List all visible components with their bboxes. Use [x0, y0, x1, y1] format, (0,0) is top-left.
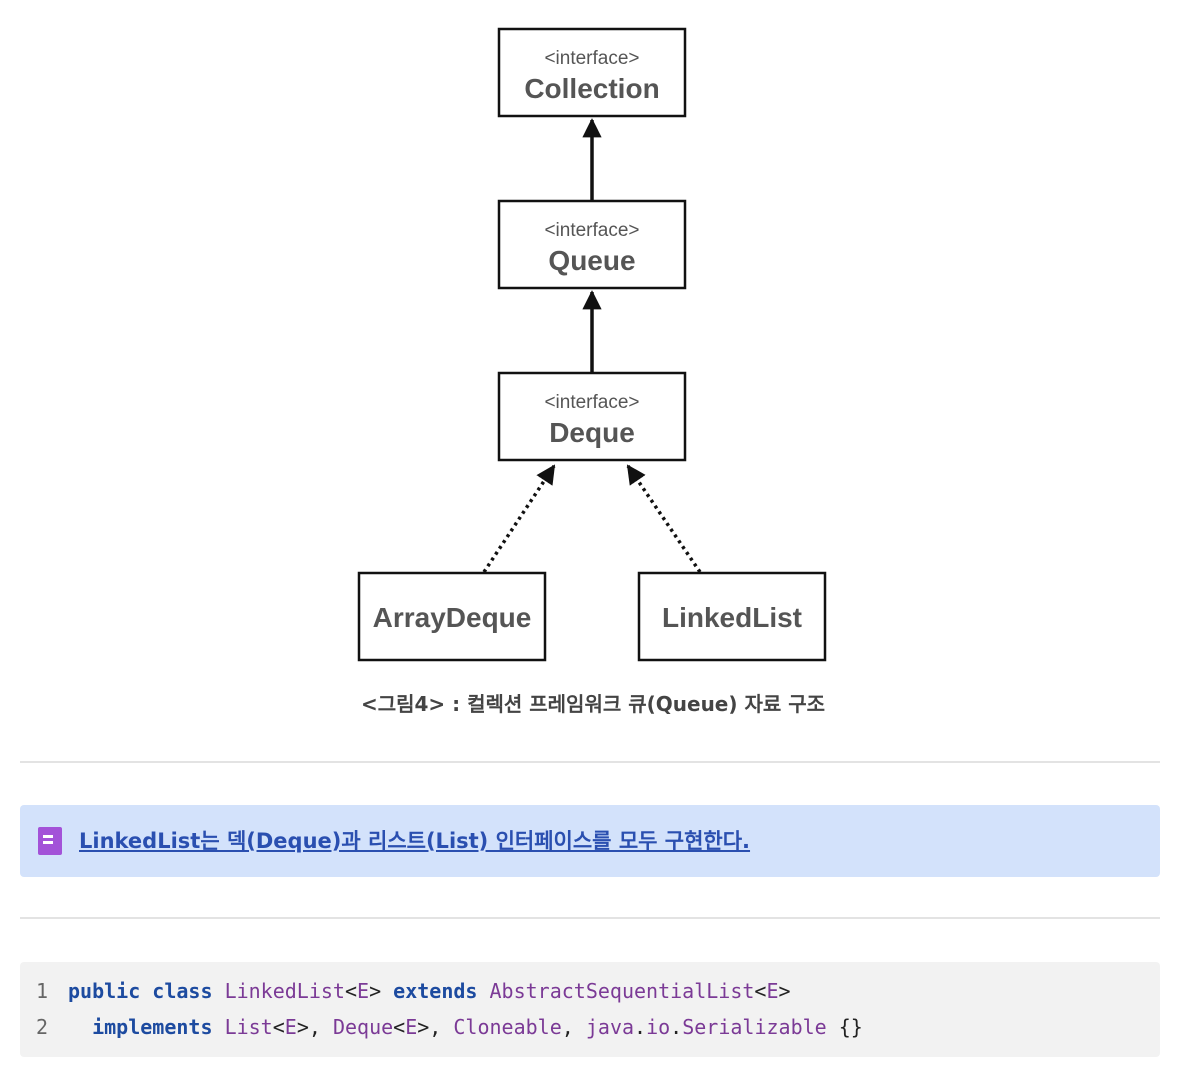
type-name: E [284, 1015, 297, 1039]
figure-caption: <그림4> : 컬렉션 프레임워크 큐(Queue) 자료 구조 [360, 692, 826, 716]
punctuation: {} [826, 1015, 863, 1039]
punctuation: < [754, 979, 767, 1003]
punctuation: < [272, 1015, 285, 1039]
type-name: Serializable [682, 1015, 827, 1039]
keyword: implements [92, 1015, 213, 1039]
type-name: io [646, 1015, 671, 1039]
deque-name: Deque [549, 417, 635, 448]
type-name: LinkedList [224, 979, 345, 1003]
punctuation: >, [296, 1015, 333, 1039]
node-deque: <interface> Deque [497, 371, 687, 462]
collection-stereotype: <interface> [544, 48, 639, 69]
class-diagram: <interface> Collection <interface> Queue… [357, 27, 827, 662]
punctuation: . [634, 1015, 647, 1039]
type-name: E [357, 979, 370, 1003]
punctuation: . [670, 1015, 683, 1039]
node-arraydeque: ArrayDeque [357, 571, 547, 662]
queue-name: Queue [548, 245, 635, 276]
type-name: List [224, 1015, 273, 1039]
code-line-2: implements List<E>, Deque<E>, Cloneable,… [68, 1015, 863, 1039]
punctuation: >, [417, 1015, 454, 1039]
indent [68, 1015, 92, 1039]
type-name: java [585, 1015, 635, 1039]
type-name: E [766, 979, 779, 1003]
type-name: Deque [332, 1015, 394, 1039]
queue-stereotype: <interface> [544, 220, 639, 241]
divider-bottom [20, 917, 1160, 919]
node-collection: <interface> Collection [497, 27, 687, 118]
line-number: 2 [35, 1015, 48, 1039]
callout-box: LinkedList는 덱(Deque)과 리스트(List) 인터페이스를 모… [20, 805, 1160, 877]
linkedlist-name: LinkedList [662, 602, 802, 633]
punctuation: < [393, 1015, 406, 1039]
keyword: class [152, 979, 213, 1003]
node-linkedlist: LinkedList [637, 571, 827, 662]
keyword: public [68, 979, 141, 1003]
deque-stereotype: <interface> [544, 392, 639, 413]
collection-name: Collection [524, 73, 659, 104]
line-number-gutter: 1 2 [20, 962, 58, 1057]
document-icon [38, 827, 62, 855]
edge-linkedlist-to-deque [626, 464, 702, 573]
edge-arraydeque-to-deque [482, 464, 556, 573]
code-line-1: public class LinkedList<E> extends Abstr… [68, 979, 791, 1003]
arraydeque-name: ArrayDeque [373, 602, 532, 633]
divider-top [20, 761, 1160, 763]
punctuation: < [344, 979, 358, 1003]
type-name: E [405, 1015, 418, 1039]
punctuation: > [778, 979, 791, 1003]
callout-link[interactable]: LinkedList는 덱(Deque)과 리스트(List) 인터페이스를 모… [79, 829, 751, 853]
line-number: 1 [35, 979, 48, 1003]
type-name: AbstractSequentialList [489, 979, 755, 1003]
punctuation: , [561, 1015, 586, 1039]
keyword: extends [393, 979, 478, 1003]
type-name: Cloneable [453, 1015, 562, 1039]
code-block: 1 2 public class LinkedList<E> extends A… [20, 962, 1160, 1057]
node-queue: <interface> Queue [497, 199, 687, 290]
punctuation: > [369, 979, 382, 1003]
